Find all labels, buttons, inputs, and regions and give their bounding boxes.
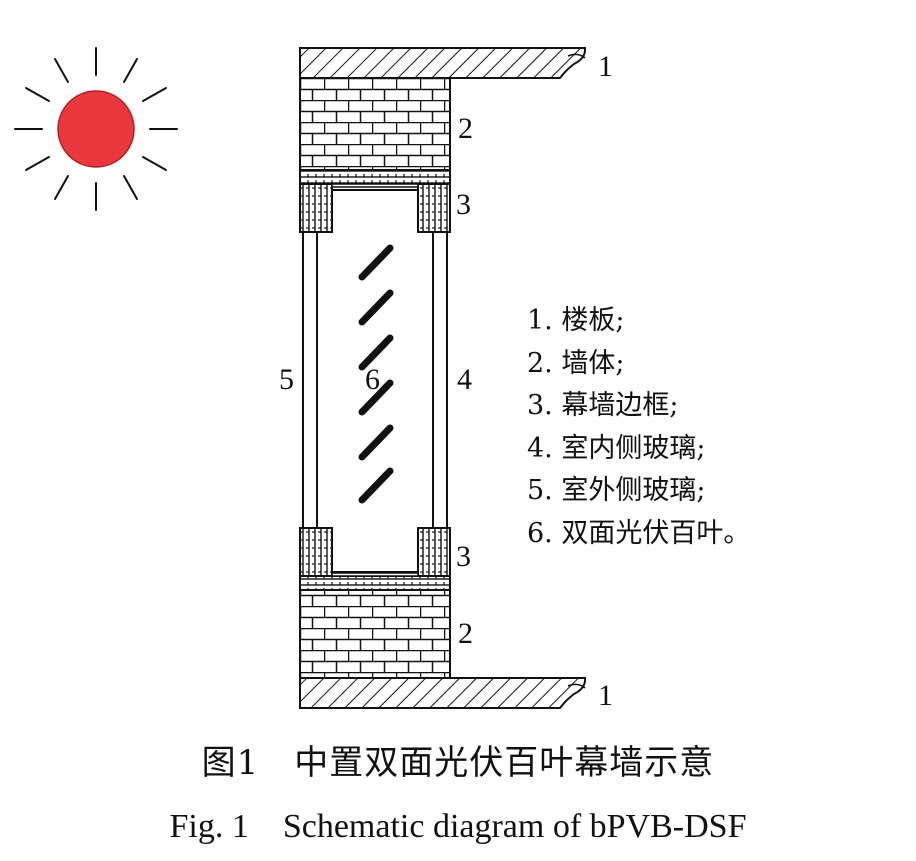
blind-slat xyxy=(358,334,394,371)
label-floor-bottom: 1 xyxy=(598,679,613,712)
legend-item-frame: 3. 幕墙边框; xyxy=(527,390,679,421)
outer-glass xyxy=(302,231,318,529)
frame-bottom xyxy=(299,527,451,591)
frame-top xyxy=(299,169,451,233)
blind-slat xyxy=(358,244,394,281)
label-wall-bottom: 2 xyxy=(458,617,473,650)
wall-bottom xyxy=(299,589,451,679)
legend-item-wall: 2. 墙体; xyxy=(527,347,625,379)
label-frame-bottom: 3 xyxy=(456,540,471,573)
label-floor-top: 1 xyxy=(598,50,613,83)
legend-item-outer-glass: 5. 室外侧玻璃; xyxy=(527,475,706,506)
label-wall-top: 2 xyxy=(458,112,473,145)
legend: 1. 楼板; 2. 墙体; 3. 幕墙边框; 4. 室内侧玻璃; 5. 室外侧玻… xyxy=(527,300,750,555)
label-inner-glass: 4 xyxy=(457,363,472,396)
blind-slat xyxy=(358,424,394,461)
wall-top xyxy=(299,77,451,171)
floor-slab-bottom xyxy=(299,677,587,709)
legend-item-inner-glass: 4. 室内侧玻璃; xyxy=(527,432,706,464)
legend-item-floor: 1. 楼板; xyxy=(527,305,625,336)
blind-slat xyxy=(358,379,394,416)
figure-caption-chinese: 图1 中置双面光伏百叶幕墙示意 xyxy=(201,743,715,783)
label-outer-glass: 5 xyxy=(279,363,294,396)
curtain-wall-diagram: 1 2 3 5 6 4 3 2 1 xyxy=(14,47,613,712)
blind-slat xyxy=(358,289,394,326)
cavity xyxy=(316,189,434,573)
inner-glass xyxy=(432,231,448,529)
sun-icon xyxy=(14,47,178,211)
legend-item-pv-blinds: 6. 双面光伏百叶。 xyxy=(527,517,751,549)
label-frame-top: 3 xyxy=(456,188,471,221)
figure-caption-english: Fig. 1 Schematic diagram of bPVB-DSF xyxy=(169,808,747,845)
floor-slab-top xyxy=(299,47,587,79)
blind-slat xyxy=(358,467,394,504)
label-blinds: 6 xyxy=(365,363,380,396)
pv-blinds xyxy=(358,244,394,504)
